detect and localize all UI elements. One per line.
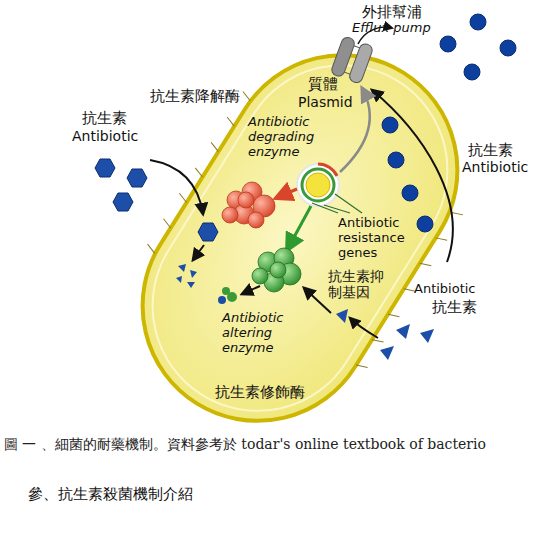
- antibiotic-label: 抗生素: [432, 299, 477, 316]
- pump-label: Efflux pump: [352, 21, 431, 36]
- enzyme-label: Antibiotic degrading enzyme: [248, 115, 322, 160]
- triangle-to-enzyme-arrow: [304, 288, 331, 313]
- antibiotic-label: Antibiotic: [462, 159, 528, 175]
- enzyme-label: 抗生素修飾酶: [215, 384, 305, 401]
- pump-label: 外排幫浦: [362, 4, 422, 21]
- degrading-gene-arrow: [276, 189, 297, 198]
- gene-leader-lines: [312, 194, 362, 213]
- degrading-enzyme: [222, 182, 275, 228]
- section-heading: 參、抗生素殺菌機制介紹: [28, 486, 193, 503]
- triangle-entry-arrow: [350, 318, 378, 338]
- plasmid-label: Plasmid: [298, 94, 353, 110]
- entry-arrow: [150, 160, 203, 214]
- antibiotic-triangles: [336, 309, 434, 360]
- gene-label: 抗生素抑制基因: [328, 268, 388, 300]
- antibiotic-hexagons: [95, 159, 218, 241]
- enzyme-label: Antibiotic altering enzyme: [222, 311, 294, 356]
- cell-hairs: [145, 81, 463, 381]
- plasmid: [297, 164, 339, 206]
- antibiotic-fragments: [176, 264, 197, 288]
- gene-label: Antibiotic resistance genes: [338, 216, 416, 261]
- figure-caption: 圖 一 、細菌的耐藥機制。資料參考於 todar's online textbo…: [4, 436, 486, 454]
- antibiotic-label: 抗生素: [468, 142, 513, 159]
- enzyme-label: 抗生素降解酶: [150, 88, 240, 105]
- antibiotic-label: Antibiotic: [414, 282, 476, 297]
- modified-antibiotic: [218, 287, 237, 304]
- altering-gene-arrow: [287, 206, 311, 250]
- bacterial-cell: [90, 6, 510, 470]
- modify-arrow: [242, 286, 260, 294]
- antibiotic-label: 抗生素: [82, 110, 127, 127]
- plasmid-label: 質體: [308, 76, 338, 93]
- antibiotic-label: Antibiotic: [72, 128, 138, 144]
- degrade-arrow: [193, 245, 204, 260]
